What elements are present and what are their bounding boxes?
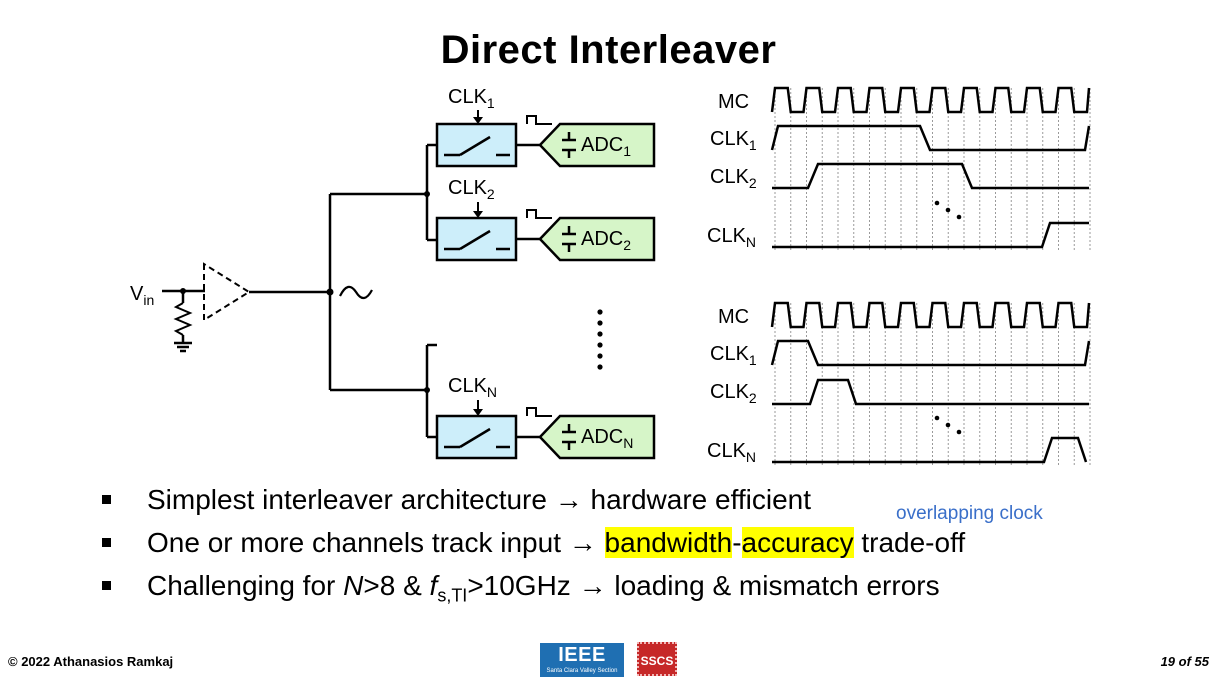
adc-label-1: ADC1 <box>581 134 631 159</box>
channel-ellipsis <box>597 309 603 370</box>
timing-top-ellipsis <box>934 200 962 220</box>
clk-label-2: CLK2 <box>448 177 495 202</box>
bullet-2: One or more channels track input → bandw… <box>100 523 965 566</box>
bullet-square <box>102 495 111 504</box>
highlight-accuracy: accuracy <box>741 527 854 558</box>
switch-1-symbol <box>444 135 510 157</box>
bullet-3-pre: Challenging for <box>147 570 344 601</box>
timing-top-label-clk2: CLK2 <box>710 166 757 191</box>
bullet-2-post: trade-off <box>853 527 966 558</box>
bullet-square <box>102 538 111 547</box>
ieee-logo-subtext: Santa Clara Valley Section <box>546 668 618 674</box>
timing-bottom-wave-clk2 <box>772 378 1089 406</box>
ieee-logo-text: IEEE <box>558 644 606 666</box>
timing-top-label-clkn: CLKN <box>707 225 756 250</box>
timing-bottom-label-clkn: CLKN <box>707 440 756 465</box>
bullet-3-post: >10GHz → loading & mismatch errors <box>467 570 940 601</box>
bullet-square <box>102 581 111 590</box>
channel-wires <box>330 143 437 439</box>
timing-top-label-mc: MC <box>718 91 749 113</box>
timing-bottom: MC CLK1 CLK2 CLKN <box>707 301 1091 465</box>
grid-group <box>774 88 1091 465</box>
timing-top-wave-clkn <box>772 221 1089 249</box>
bullet-3-fsub: s,TI <box>437 585 468 606</box>
page-number: 19 of 55 <box>1160 654 1209 669</box>
timing-bottom-label-clk2: CLK2 <box>710 381 757 406</box>
copyright: © 2022 Athanasios Ramkaj <box>8 654 174 669</box>
clk-label-n: CLKN <box>448 375 497 400</box>
ieee-logo: IEEE Santa Clara Valley Section <box>540 643 624 677</box>
timing-top: MC CLK1 CLK2 CLKN <box>707 86 1091 250</box>
input-stage <box>162 194 373 390</box>
input-label: Vin <box>130 283 154 308</box>
bullet-1-text: Simplest interleaver architecture → hard… <box>147 484 812 515</box>
slide-title: Direct Interleaver <box>440 28 777 72</box>
channel-2: CLK2 ADC2 <box>435 177 656 262</box>
timing-bottom-wave-clk1 <box>770 339 1091 367</box>
timing-top-wave-clk1 <box>770 124 1091 152</box>
channel-n: CLKN ADCN <box>435 375 656 460</box>
timing-top-wave-mc <box>770 86 1091 114</box>
timing-bottom-ellipsis <box>934 415 962 435</box>
timing-top-label-clk1: CLK1 <box>710 128 757 153</box>
overlapping-clock-note: overlapping clock <box>896 503 1043 524</box>
highlight-bandwidth: bandwidth <box>604 527 733 558</box>
timing-bottom-wave-mc <box>770 301 1091 329</box>
bullet-2-dash: - <box>732 527 742 558</box>
bullet-3-f: f <box>429 570 438 601</box>
bullet-3-n: N <box>343 570 364 601</box>
bullet-list: Simplest interleaver architecture → hard… <box>100 480 965 609</box>
adc-label-2: ADC2 <box>581 228 631 253</box>
timing-bottom-wave-clkn <box>772 436 1088 464</box>
channel-1: CLK1 ADC1 <box>435 86 656 168</box>
timing-bottom-label-clk1: CLK1 <box>710 343 757 368</box>
timing-top-wave-clk2 <box>772 162 1089 190</box>
timing-bottom-label-mc: MC <box>718 306 749 328</box>
bullet-1: Simplest interleaver architecture → hard… <box>100 480 965 523</box>
adc-label-n: ADCN <box>581 426 633 451</box>
bullet-3: Challenging for N>8 & fs,TI>10GHz → load… <box>100 566 965 609</box>
switch-n <box>435 414 518 460</box>
bullet-3-mid: >8 & <box>363 570 430 601</box>
bullet-2-pre: One or more channels track input → <box>147 527 605 558</box>
sscs-logo: SSCS <box>637 642 677 676</box>
clk-label-1: CLK1 <box>448 86 495 111</box>
